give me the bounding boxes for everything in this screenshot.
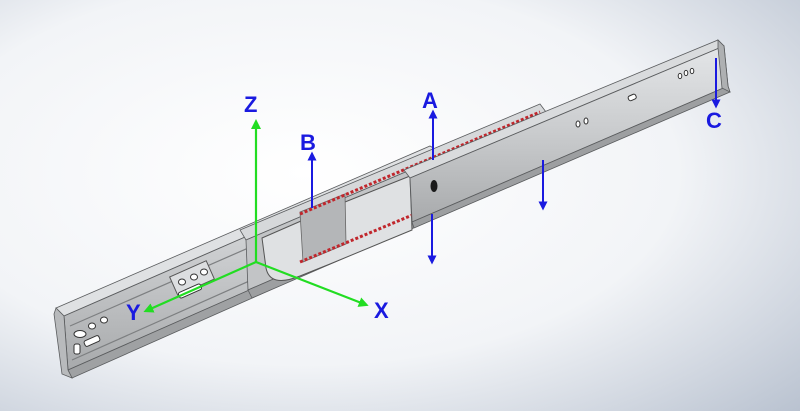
marker-c-label: C bbox=[706, 108, 722, 133]
y-axis-label: Y bbox=[126, 300, 141, 325]
z-axis-label: Z bbox=[244, 92, 257, 117]
force-arrows: A B C bbox=[300, 58, 722, 265]
inner-rail bbox=[403, 39, 731, 229]
x-axis bbox=[255, 260, 369, 307]
y-axis bbox=[143, 260, 257, 313]
lock-hole bbox=[430, 180, 438, 192]
coordinate-axes: Z X Y bbox=[126, 92, 389, 325]
marker-a-label: A bbox=[422, 88, 438, 113]
mounting-holes-rear bbox=[73, 316, 108, 355]
marker-b-label: B bbox=[300, 130, 316, 155]
x-axis-label: X bbox=[374, 298, 389, 323]
